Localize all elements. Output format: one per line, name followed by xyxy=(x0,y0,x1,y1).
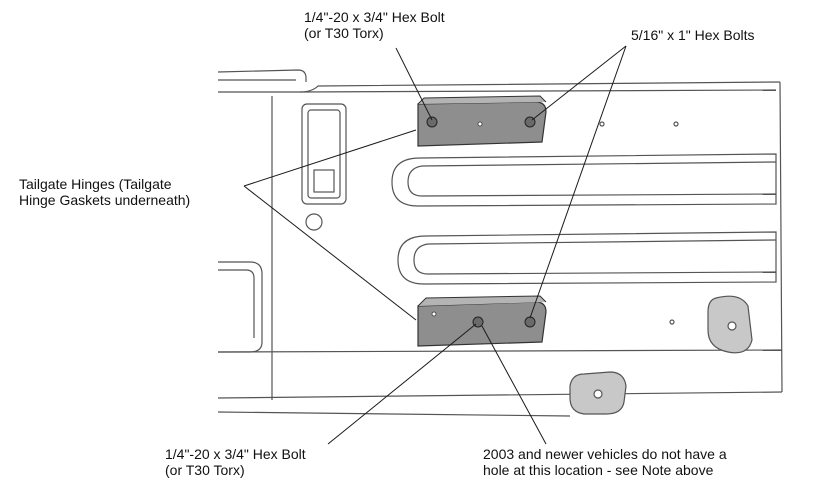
callout-5-16-hex-bolts-line1: 5/16" x 1" Hex Bolts xyxy=(631,27,755,43)
leader-5-16-bolt-lower xyxy=(529,45,627,319)
callout-tailgate-hinges: Tailgate Hinges (Tailgate Hinge Gaskets … xyxy=(19,176,190,208)
callout-tailgate-hinges-line1: Tailgate Hinges (Tailgate xyxy=(19,176,172,192)
callout-top-hex-bolt-line2: (or T30 Torx) xyxy=(304,25,384,41)
tailgate-ribs xyxy=(391,153,777,285)
leader-5-16-bolt-upper xyxy=(531,45,627,121)
leader-no-hole xyxy=(481,325,547,445)
tailgate-body xyxy=(217,69,783,417)
upper-hinge-flange xyxy=(417,95,547,105)
callout-tailgate-hinges-line2: Hinge Gaskets underneath) xyxy=(19,192,191,208)
leader-top-hex-bolt xyxy=(395,47,433,121)
upper-hinge-bolt-left xyxy=(426,116,438,128)
callout-top-hex-bolt-line1: 1/4"-20 x 3/4" Hex Bolt xyxy=(304,9,445,25)
callout-no-hole-note-line1: 2003 and newer vehicles do not have a xyxy=(483,446,727,462)
upper-hinge-hole-center xyxy=(477,121,483,127)
callout-bottom-hex-bolt-line2: (or T30 Torx) xyxy=(165,462,245,478)
callout-bottom-hex-bolt-line1: 1/4"-20 x 3/4" Hex Bolt xyxy=(165,446,306,462)
leader-hinge-lower xyxy=(243,185,417,321)
upper-hinge xyxy=(417,95,547,147)
callout-bottom-hex-bolt: 1/4"-20 x 3/4" Hex Bolt (or T30 Torx) xyxy=(165,446,306,478)
lower-hinge-hole-left xyxy=(431,311,437,317)
tailgate-handle xyxy=(301,103,347,231)
leader-bottom-hex-bolt xyxy=(327,323,477,445)
callout-top-hex-bolt: 1/4"-20 x 3/4" Hex Bolt (or T30 Torx) xyxy=(304,9,445,41)
callout-no-hole-note: 2003 and newer vehicles do not have a ho… xyxy=(483,446,727,478)
mount-bosses xyxy=(569,121,753,415)
lower-hinge-flange xyxy=(417,295,547,307)
leader-lines xyxy=(243,45,627,445)
callout-no-hole-note-line2: hole at this location - see Note above xyxy=(483,462,714,478)
lower-hinge-bolt-right xyxy=(524,316,536,328)
leader-hinge-upper xyxy=(243,129,417,187)
lower-hinge xyxy=(417,295,547,347)
callout-5-16-hex-bolts: 5/16" x 1" Hex Bolts xyxy=(631,27,755,43)
